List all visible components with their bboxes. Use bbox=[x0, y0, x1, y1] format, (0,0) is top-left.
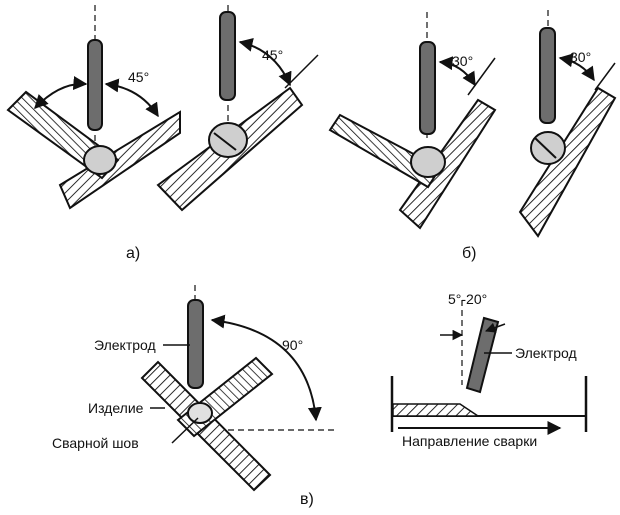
angle-label: 90° bbox=[282, 337, 303, 353]
plate-right bbox=[58, 110, 181, 210]
guide-line bbox=[594, 62, 616, 91]
electrode bbox=[539, 27, 556, 124]
angle-range-label: 5°-20° bbox=[448, 291, 487, 307]
electrode bbox=[465, 316, 500, 394]
plate-right bbox=[398, 98, 497, 230]
weld-pool bbox=[410, 146, 446, 178]
angle-label: 30° bbox=[570, 49, 591, 65]
angle-arrow-right bbox=[485, 322, 506, 333]
angle-arc-right bbox=[104, 78, 159, 118]
plate bbox=[518, 86, 617, 238]
caption-b: б) bbox=[462, 245, 477, 262]
angle-arc bbox=[210, 314, 322, 422]
panel-a-right: 45° bbox=[156, 5, 319, 212]
angle-arc bbox=[238, 37, 292, 87]
angle-label: 45° bbox=[128, 69, 149, 85]
guide-line bbox=[467, 57, 496, 96]
electrode-label: Электрод bbox=[94, 337, 156, 353]
angle-label: 30° bbox=[452, 53, 473, 69]
caption-c: в) bbox=[300, 491, 314, 508]
electrode bbox=[187, 299, 204, 389]
weld-seam-line bbox=[213, 132, 237, 151]
panel-c: 90° Электрод Изделие Сварной шов bbox=[52, 285, 335, 492]
panel-b-right: 30° bbox=[518, 10, 617, 238]
angle-arc-left bbox=[34, 76, 88, 110]
angle-arc bbox=[558, 53, 595, 82]
angle-arc bbox=[438, 56, 476, 87]
panel-a-left: 45° bbox=[6, 5, 181, 210]
weld-bead bbox=[392, 403, 481, 417]
electrode bbox=[87, 39, 103, 131]
panel-d: 5°-20° Электрод Направление сварки bbox=[390, 291, 588, 449]
caption-a: а) bbox=[126, 245, 140, 262]
electrode-label: Электрод bbox=[515, 345, 577, 361]
weld-seam bbox=[187, 402, 213, 424]
electrode bbox=[219, 11, 236, 101]
weld-pool bbox=[83, 145, 117, 175]
workpiece-label: Изделие bbox=[88, 400, 144, 416]
seam-label: Сварной шов bbox=[52, 435, 139, 451]
electrode bbox=[419, 41, 436, 135]
weld-pool bbox=[208, 122, 248, 158]
weld-pool bbox=[530, 131, 566, 165]
leader-seam bbox=[171, 417, 199, 444]
direction-label: Направление сварки bbox=[402, 433, 537, 449]
weld-seam-line bbox=[534, 137, 557, 159]
panel-b-left: 30° bbox=[328, 12, 497, 230]
angle-label: 45° bbox=[262, 47, 283, 63]
